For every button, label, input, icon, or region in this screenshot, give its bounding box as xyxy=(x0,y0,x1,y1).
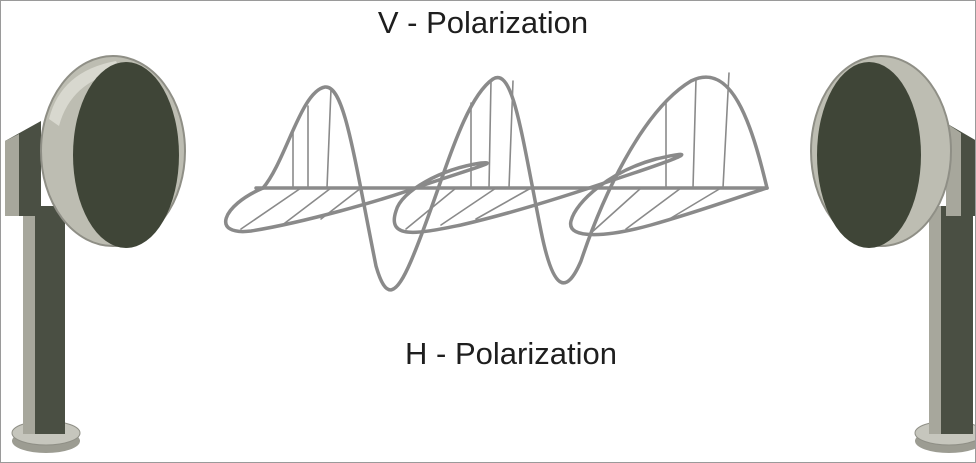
vertical-wave-component xyxy=(261,75,769,292)
v-polarization-label: V - Polarization xyxy=(377,5,589,40)
left-antenna-icon xyxy=(5,55,186,453)
horizontal-hatch xyxy=(240,187,722,234)
h-polarization-label: H - Polarization xyxy=(405,336,617,371)
horizontal-wave-component xyxy=(224,152,769,237)
right-antenna-icon xyxy=(810,55,975,453)
polarized-wave xyxy=(224,72,769,292)
vertical-hatch xyxy=(292,72,730,189)
